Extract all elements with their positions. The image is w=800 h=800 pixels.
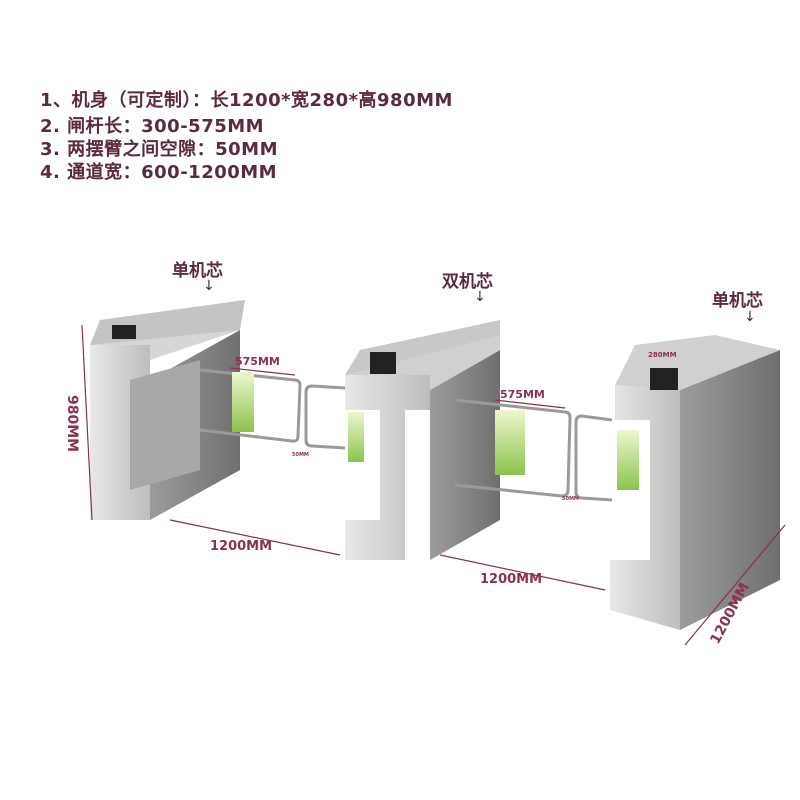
middle-arm-panel <box>348 412 364 462</box>
right-lane-dimension: 1200MM <box>480 572 542 587</box>
down-arrow-icon: ↓ <box>744 309 756 325</box>
dimension-lines <box>81 324 786 646</box>
down-arrow-icon: ↓ <box>474 289 486 305</box>
spec-line-gap: 3. 两摆臂之间空隙：50MM <box>40 139 279 160</box>
right-cabinet-panel <box>617 430 639 490</box>
left-arm-panel <box>232 372 254 432</box>
down-arrow-icon: ↓ <box>203 278 215 294</box>
spec-line-lane: 4. 通道宽：600-1200MM <box>40 162 278 183</box>
right-gap-dimension: 50MM <box>562 496 579 502</box>
left-core-label: 单机芯 <box>172 261 223 281</box>
spec-line-arm: 2. 闸杆长：300-575MM <box>40 116 265 137</box>
left-arm-dimension: 575MM <box>235 355 280 368</box>
middle-cabinet <box>345 320 500 560</box>
left-cabinet <box>90 300 245 520</box>
height-dimension: 980MM <box>64 395 80 452</box>
middle-core-label: 双机芯 <box>442 272 493 292</box>
right-cabinet <box>610 335 780 630</box>
right-core-label: 单机芯 <box>712 291 763 311</box>
swing-arms <box>199 368 613 502</box>
left-gap-dimension: 50MM <box>292 452 309 458</box>
width-dimension: 280MM <box>648 351 677 359</box>
right-arm-panel <box>495 410 525 475</box>
left-lane-dimension: 1200MM <box>210 539 272 554</box>
right-arm-dimension: 575MM <box>500 388 545 401</box>
spec-line-body: 1、机身（可定制）：长1200*宽280*高980MM <box>40 90 453 111</box>
